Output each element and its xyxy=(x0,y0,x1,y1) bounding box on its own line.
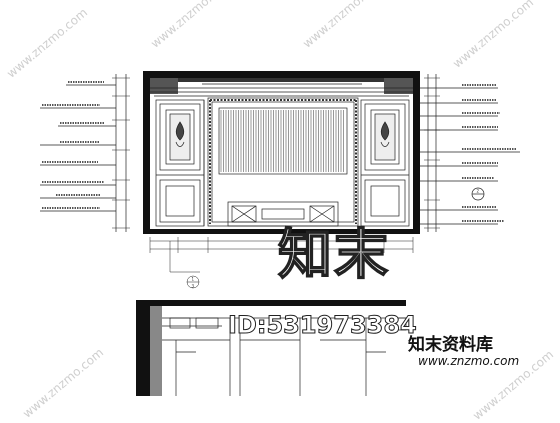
center-frame xyxy=(207,97,359,227)
bottom-dimensions xyxy=(149,237,414,289)
watermark-site: www.znzmo.com xyxy=(418,354,520,368)
bed-bench xyxy=(227,201,339,227)
right-annotations xyxy=(420,74,520,232)
grid-mark-a: 1 xyxy=(192,277,195,282)
grid-mark-b: 2 xyxy=(477,189,480,194)
headboard-slats xyxy=(220,110,344,172)
watermark-id: ID:531973384 xyxy=(228,311,418,339)
grid-mark-c: 3 xyxy=(192,284,195,289)
right-panel xyxy=(360,99,410,227)
left-panel xyxy=(155,99,205,227)
floor-plan xyxy=(136,300,407,396)
watermark-brand: 知末资料库 xyxy=(408,335,493,355)
left-annotations xyxy=(40,74,130,232)
cornice xyxy=(150,83,413,97)
watermark-logo-text: 知末 xyxy=(277,223,390,286)
